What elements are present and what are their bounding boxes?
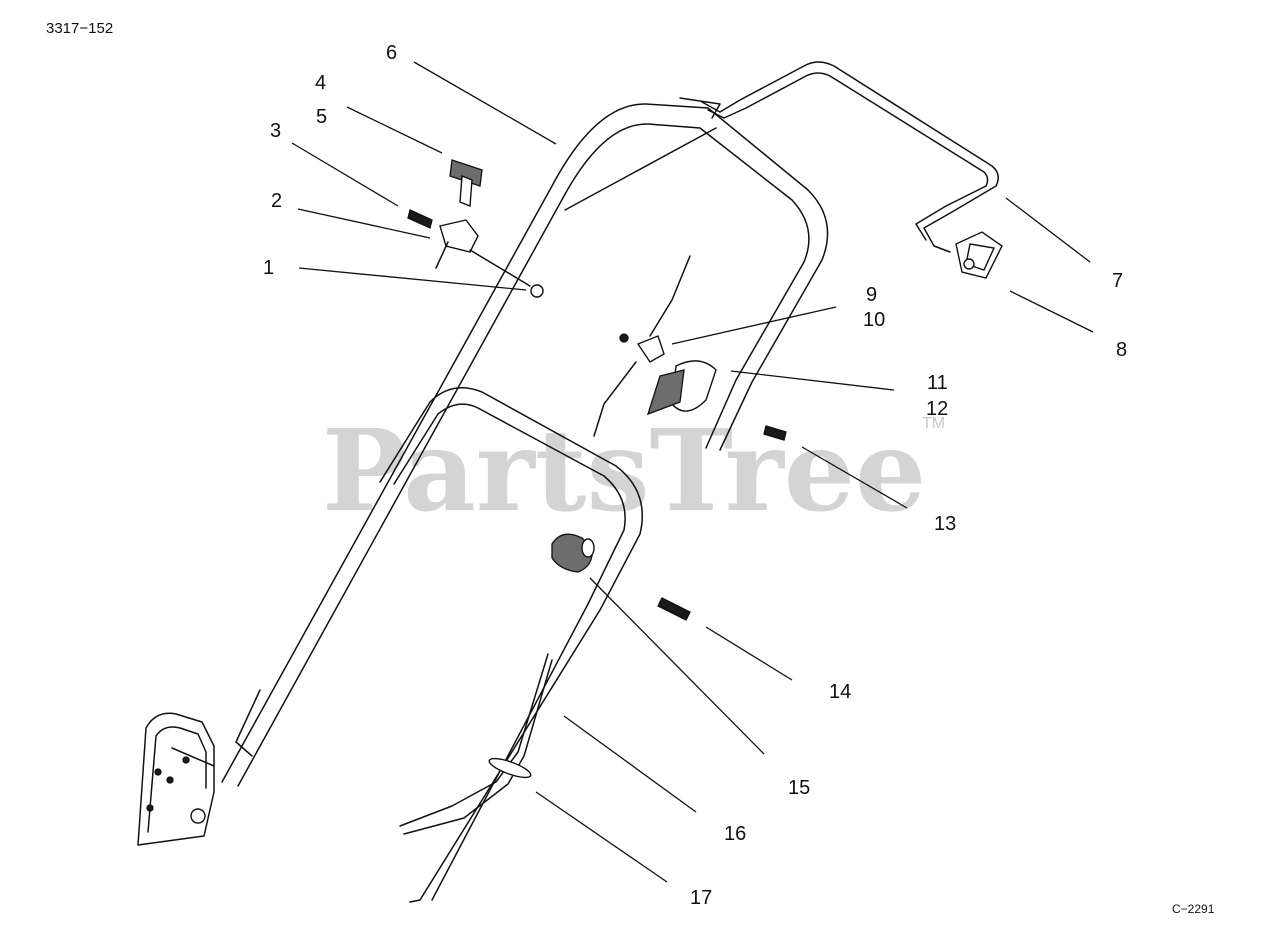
callout-10: 10: [863, 309, 885, 331]
leader-lines: [291, 61, 1094, 883]
cable-and-tie: [399, 653, 553, 835]
callout-14: 14: [829, 681, 851, 703]
bail-bracket: [955, 231, 1003, 279]
callout-2: 2: [271, 190, 282, 212]
callout-16: 16: [724, 823, 746, 845]
control-bail: [701, 61, 999, 253]
callout-13: 13: [934, 513, 956, 535]
callout-5: 5: [316, 106, 327, 128]
callout-3: 3: [270, 120, 281, 142]
callout-1: 1: [263, 257, 274, 279]
deck-handle-bracket: [137, 712, 215, 846]
callout-labels: 1 2 3 4 5 6 7 8 9 10 11 12 13 14 15 16 1…: [263, 42, 1127, 909]
callout-11: 11: [927, 372, 948, 394]
starter-handle: [435, 159, 531, 287]
figure-code: C−2291: [1172, 902, 1215, 916]
callout-4: 4: [315, 72, 326, 94]
callout-8: 8: [1116, 339, 1127, 361]
callout-6: 6: [386, 42, 397, 64]
callout-9: 9: [866, 284, 877, 306]
bolt-and-nut: [407, 209, 544, 298]
knob-and-bolt: [551, 533, 691, 621]
callout-17: 17: [690, 887, 712, 909]
lower-handle: [379, 387, 643, 903]
watermark-trademark: TM: [922, 415, 945, 432]
callout-7: 7: [1112, 270, 1123, 292]
callout-15: 15: [788, 777, 810, 799]
callout-12: 12: [926, 398, 948, 420]
cable-clamp-assembly: [593, 255, 787, 441]
watermark-text: PartsTree: [322, 406, 926, 537]
document-id: 3317−152: [46, 20, 114, 37]
